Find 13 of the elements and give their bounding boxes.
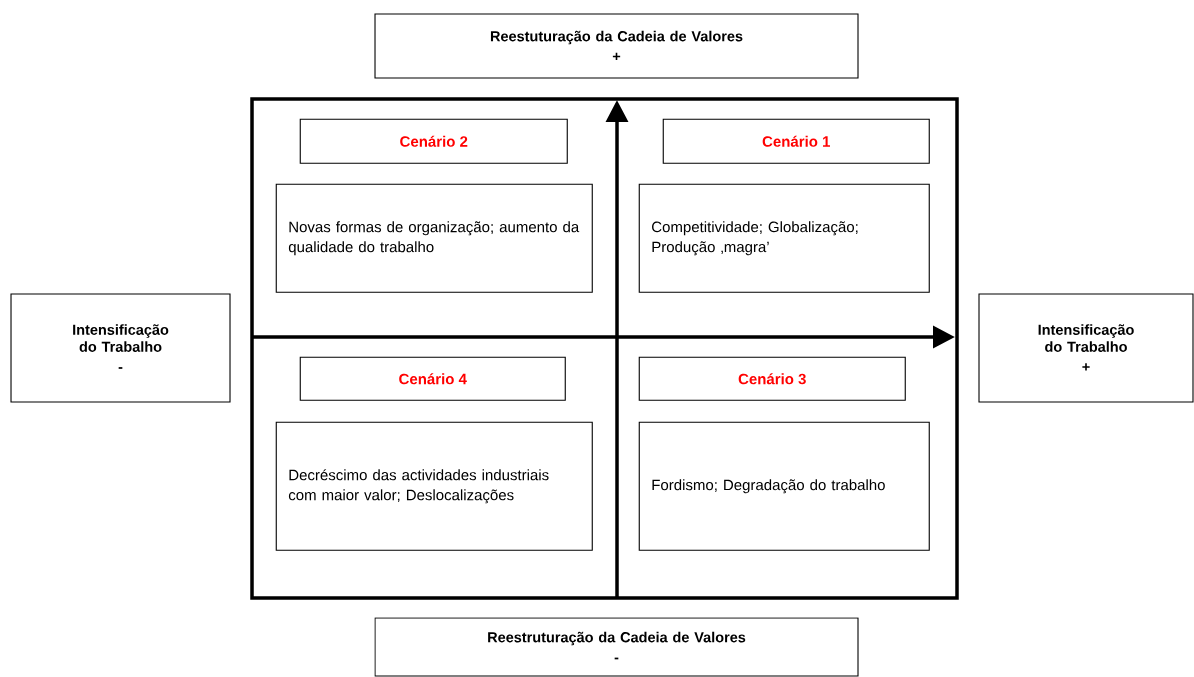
scenario-title-box: Cenário 2	[299, 118, 568, 164]
quadrant-frame	[250, 97, 959, 600]
scenario-title-box: Cenário 1	[662, 118, 930, 164]
axis-label-box: Intensificação do Trabalho +	[978, 293, 1194, 403]
description-box: Fordismo; Degradação do trabalho	[638, 421, 930, 551]
scenario-title-box: Cenário 4	[299, 356, 566, 401]
axis-label-box: Reestruturação da Cadeia de Valores -	[374, 617, 859, 677]
scenario-title-box: Cenário 3	[638, 356, 906, 401]
axis-label-box: Reestuturação da Cadeia de Valores +	[374, 13, 859, 79]
axis-label-box: Intensificação do Trabalho -	[10, 293, 231, 403]
description-box: Competitividade; Globalização; Produção ‚magra’	[638, 183, 930, 293]
description-box: Decréscimo das actividades industriais com maior valor; Deslocalizações	[275, 421, 593, 551]
description-box: Novas formas de organização; aumento da qualidade do trabalho	[275, 183, 593, 293]
